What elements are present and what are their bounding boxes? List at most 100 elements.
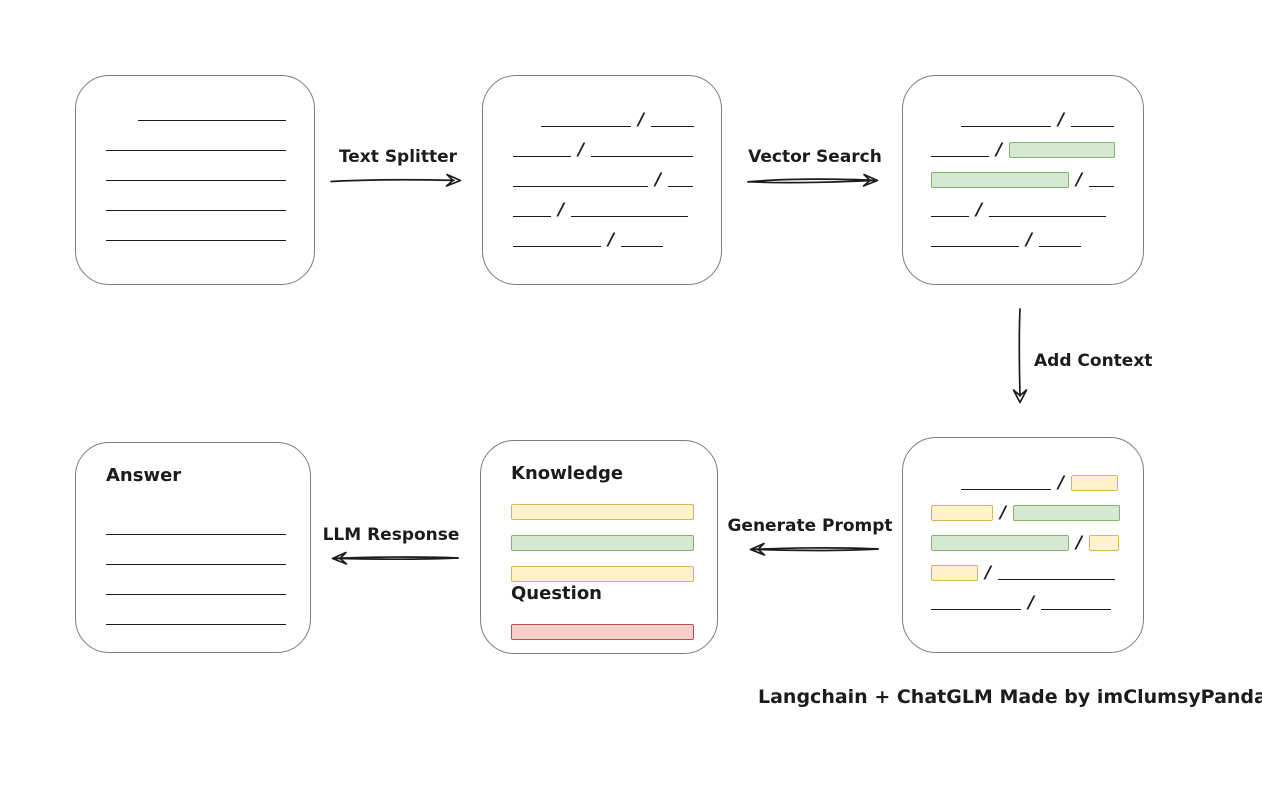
slash-separator: / bbox=[1028, 593, 1035, 613]
yellow-chunk-segment bbox=[511, 504, 694, 520]
slash-separator: / bbox=[1076, 533, 1083, 553]
text-row bbox=[106, 212, 286, 242]
slash-separator: / bbox=[1000, 503, 1007, 523]
text-line-segment bbox=[998, 579, 1116, 580]
slash-separator: / bbox=[1076, 170, 1083, 190]
green-chunk-segment bbox=[1013, 505, 1121, 521]
text-row bbox=[106, 536, 292, 566]
answer-box: Answer bbox=[75, 442, 311, 653]
arrow-vector-search: Vector Search bbox=[744, 146, 886, 190]
slash-separator: / bbox=[1058, 110, 1065, 130]
text-line-segment bbox=[106, 534, 286, 535]
slash-separator: / bbox=[996, 140, 1003, 160]
text-line-segment bbox=[651, 126, 695, 127]
slash-separator: / bbox=[985, 563, 992, 583]
yellow-chunk-segment bbox=[931, 505, 993, 521]
arrow-llm-response: LLM Response bbox=[320, 524, 462, 568]
add-context-label: Add Context bbox=[1034, 351, 1153, 371]
text-row: / bbox=[513, 218, 703, 250]
chunk-lines: ///// bbox=[513, 98, 703, 284]
text-row bbox=[511, 551, 699, 582]
text-line-segment bbox=[931, 609, 1021, 610]
text-line-segment bbox=[513, 216, 551, 217]
text-row bbox=[106, 122, 286, 152]
text-row: / bbox=[931, 551, 1125, 583]
text-row: / bbox=[931, 188, 1125, 220]
text-line-segment bbox=[1039, 246, 1082, 247]
left-arrow-icon bbox=[331, 551, 459, 565]
left-arrow-icon bbox=[749, 542, 879, 556]
text-row: / bbox=[541, 98, 703, 130]
text-line-segment bbox=[1041, 609, 1112, 610]
text-row bbox=[106, 596, 292, 626]
question-label: Question bbox=[511, 583, 602, 604]
text-line-segment bbox=[106, 594, 286, 595]
text-line-segment bbox=[961, 489, 1051, 490]
text-line-segment bbox=[591, 156, 694, 157]
vector-search-result-box: / / / / / bbox=[902, 75, 1144, 285]
slash-separator: / bbox=[608, 230, 615, 250]
text-row: / bbox=[513, 158, 703, 190]
arrow-text-splitter: Text Splitter bbox=[328, 146, 468, 190]
answer-content: Answer bbox=[106, 464, 292, 652]
text-row: / bbox=[931, 158, 1125, 190]
split-chunks-box: ///// bbox=[482, 75, 722, 285]
text-row: / bbox=[961, 98, 1125, 130]
text-row bbox=[138, 92, 286, 122]
text-line-segment bbox=[571, 216, 689, 217]
text-row: / bbox=[961, 461, 1125, 493]
text-row bbox=[511, 520, 699, 551]
context-chunk-lines: / / / / / bbox=[931, 461, 1125, 652]
slash-separator: / bbox=[1058, 473, 1065, 493]
red-chunk-segment bbox=[511, 624, 694, 640]
text-splitter-label: Text Splitter bbox=[338, 147, 458, 167]
context-chunks-box: / / / / / bbox=[902, 437, 1144, 653]
diagram-caption: Langchain + ChatGLM Made by imClumsyPand… bbox=[758, 686, 1262, 708]
text-row bbox=[511, 492, 699, 520]
text-line-segment bbox=[931, 156, 989, 157]
text-row: / bbox=[931, 218, 1125, 250]
text-line-segment bbox=[1071, 126, 1115, 127]
down-arrow-icon bbox=[1012, 308, 1028, 404]
llm-response-label: LLM Response bbox=[322, 525, 460, 545]
text-line-segment bbox=[621, 246, 664, 247]
slash-separator: / bbox=[1026, 230, 1033, 250]
answer-label: Answer bbox=[106, 465, 182, 486]
right-arrow-icon bbox=[330, 173, 462, 187]
green-chunk-segment bbox=[931, 172, 1069, 188]
text-row: / bbox=[513, 128, 703, 159]
slash-separator: / bbox=[976, 200, 983, 220]
text-line-segment bbox=[513, 246, 601, 247]
text-line-segment bbox=[106, 180, 286, 181]
text-line-segment bbox=[106, 210, 286, 211]
yellow-chunk-segment bbox=[1071, 475, 1119, 491]
text-line-segment bbox=[931, 216, 969, 217]
text-line-segment bbox=[106, 624, 286, 625]
text-row bbox=[106, 566, 292, 596]
slash-separator: / bbox=[558, 200, 565, 220]
slash-separator: / bbox=[638, 110, 645, 130]
text-line-segment bbox=[106, 564, 286, 565]
yellow-chunk-segment bbox=[1089, 535, 1120, 551]
arrow-add-context bbox=[1010, 306, 1030, 411]
text-line-segment bbox=[106, 240, 286, 241]
generate-prompt-label: Generate Prompt bbox=[727, 516, 893, 536]
yellow-chunk-segment bbox=[511, 566, 694, 582]
text-row: / bbox=[931, 128, 1125, 160]
slash-separator: / bbox=[655, 170, 662, 190]
retrieved-chunk-lines: / / / / / bbox=[931, 98, 1125, 284]
arrow-generate-prompt: Generate Prompt bbox=[727, 515, 893, 559]
text-line-segment bbox=[1089, 186, 1115, 187]
knowledge-label: Knowledge bbox=[511, 463, 624, 484]
text-row: / bbox=[931, 521, 1125, 553]
document-box bbox=[75, 75, 315, 285]
text-row: / bbox=[931, 581, 1125, 613]
text-line-segment bbox=[989, 216, 1107, 217]
green-chunk-segment bbox=[511, 535, 694, 551]
yellow-chunk-segment bbox=[931, 565, 978, 581]
text-row bbox=[106, 182, 286, 212]
green-chunk-segment bbox=[1009, 142, 1116, 158]
